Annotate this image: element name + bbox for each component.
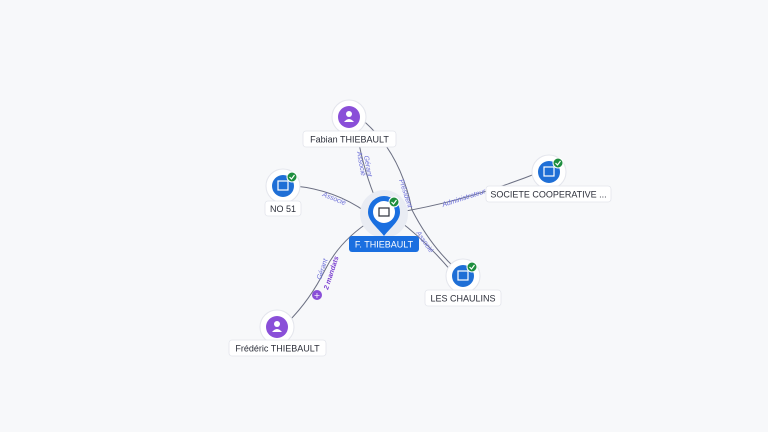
edges (287, 117, 541, 323)
person-head (346, 111, 352, 117)
mandates-badge-icon[interactable] (312, 290, 322, 300)
check-icon (388, 196, 400, 208)
node-label-box (264, 200, 302, 217)
node-label: Fabian THIEBAULT (310, 135, 389, 145)
center-label: F. THIEBAULT (355, 240, 414, 250)
check-mark (469, 264, 475, 270)
person-head (274, 321, 280, 327)
person-body (272, 329, 282, 332)
check-mark (289, 174, 295, 180)
node-center-f-thiebault[interactable]: F. THIEBAULT (349, 190, 419, 252)
edge-label-fabian-associe: Associé (355, 150, 366, 176)
check-mark (391, 199, 397, 205)
edge-label-fabian-gerant: Gérant (362, 155, 373, 178)
node-no-51[interactable]: NO 51 (264, 168, 302, 217)
edge-label-societe: Administrateur (441, 188, 488, 209)
building-shape (277, 180, 289, 191)
edge-center-societe (399, 171, 541, 213)
node-les-chaulins[interactable]: LES CHAULINS (424, 258, 502, 307)
node-label: Frédéric THIEBAULT (235, 344, 320, 354)
check-icon (466, 261, 478, 273)
check-icon (552, 157, 564, 169)
pin-inner (373, 201, 395, 223)
edge-frederic-center (287, 219, 373, 323)
check-mark (555, 160, 561, 166)
center-label-box (349, 236, 419, 252)
node-label-box (228, 339, 327, 357)
edge-label-no51: Associé (320, 191, 346, 207)
node-label-box (424, 289, 502, 307)
mandates-badge-plus: + (314, 291, 321, 300)
building-shape (457, 270, 469, 281)
node-societe-cooperative[interactable]: SOCIETE COOPERATIVE ... (485, 154, 612, 203)
node-fabian-thiebault[interactable]: Fabian THIEBAULT (302, 99, 397, 148)
check-icon (286, 171, 298, 183)
node-label-box (302, 130, 397, 148)
node-label: SOCIETE COOPERATIVE ... (490, 190, 606, 200)
node-frederic-thiebault[interactable]: Frédéric THIEBAULT (228, 309, 327, 357)
node-label: NO 51 (270, 204, 296, 214)
edge-no51-center (294, 185, 367, 213)
building-shape (543, 166, 555, 177)
node-label-box (485, 185, 612, 203)
building-icon (378, 207, 390, 217)
person-body (344, 119, 354, 122)
node-label: LES CHAULINS (430, 294, 495, 304)
